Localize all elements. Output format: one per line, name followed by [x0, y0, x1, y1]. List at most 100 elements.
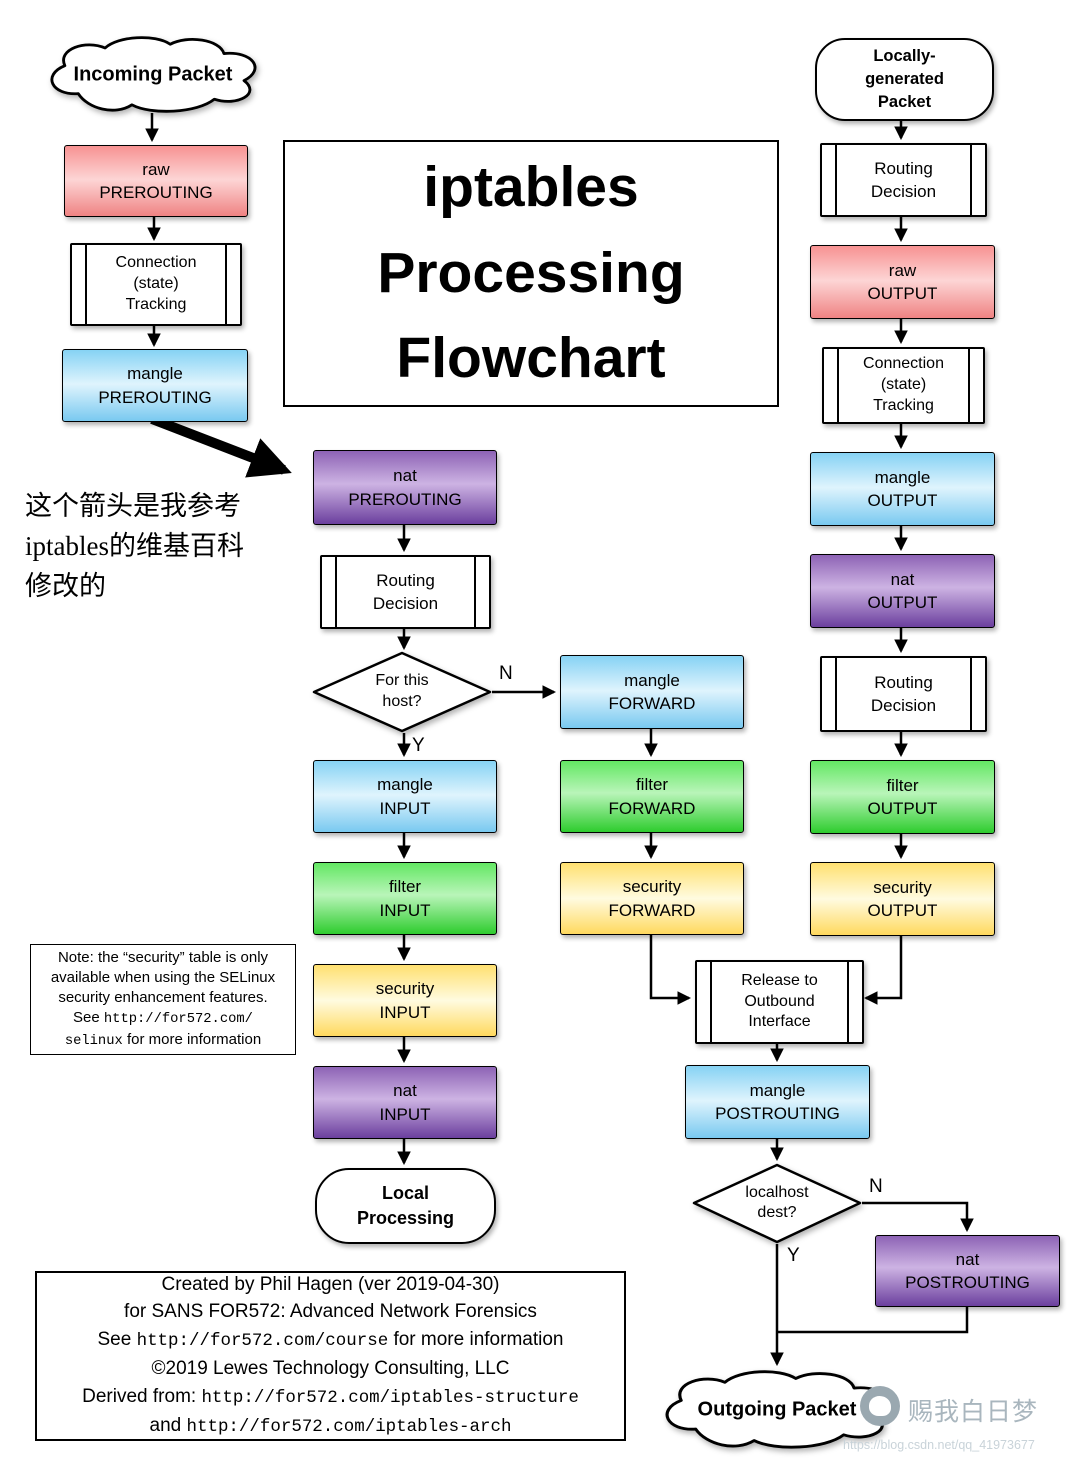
credits-url: http://for572.com/iptables-structure: [201, 1387, 579, 1408]
node-line: FORWARD: [608, 900, 696, 920]
decision-line: dest?: [757, 1204, 797, 1222]
decision-label: localhost dest?: [693, 1183, 861, 1225]
decision-for-this-host: For this host?: [312, 651, 492, 733]
terminal-local-processing: Local Processing: [315, 1168, 496, 1244]
note-line: selinux for more information: [31, 1030, 295, 1052]
node-line: INPUT: [379, 1104, 431, 1124]
node-line: security: [375, 979, 435, 999]
node-line: filter: [635, 775, 669, 795]
branch-label-yes-host: Y: [412, 735, 425, 756]
node-mangle-output: mangle OUTPUT: [810, 452, 995, 526]
node-line: OUTPUT: [867, 491, 938, 510]
node-line: Outbound: [744, 992, 815, 1010]
node-line: Release to: [741, 971, 818, 989]
decision-line: localhost: [745, 1183, 809, 1201]
node-filter-output: filter OUTPUT: [810, 760, 995, 834]
node-filter-forward: filter FORWARD: [560, 760, 744, 833]
node-nat-output: nat OUTPUT: [810, 554, 995, 628]
title-line: Flowchart: [396, 326, 666, 391]
terminal-locally-generated-packet: Locally- generated Packet: [815, 38, 994, 121]
node-line: mangle: [749, 1080, 806, 1100]
node-line: filter: [886, 775, 919, 795]
node-security-input: security INPUT: [313, 964, 497, 1037]
note-text: for more information: [122, 1030, 262, 1048]
selinux-note: Note: the “security” table is only avail…: [30, 944, 296, 1055]
credits-line: See http://for572.com/course for more in…: [37, 1326, 624, 1356]
node-line: raw: [142, 159, 170, 179]
node-line: Decision: [372, 594, 439, 613]
node-line: POSTROUTING: [715, 1104, 840, 1123]
node-line: Decision: [870, 182, 937, 201]
note-line: available when using the SELinux: [50, 968, 276, 986]
node-line: Routing: [874, 158, 933, 178]
credits-line: Derived from: http://for572.com/iptables…: [37, 1383, 624, 1413]
node-line: FORWARD: [608, 798, 696, 818]
credits-text: and: [149, 1415, 187, 1436]
title-line: Processing: [377, 240, 685, 305]
node-nat-postrouting: nat POSTROUTING: [875, 1235, 1060, 1307]
node-line: filter: [388, 877, 422, 897]
node-raw-prerouting: raw PREROUTING: [64, 145, 248, 217]
node-routing-decision-output-1: Routing Decision: [820, 143, 987, 217]
cloud-shape: [665, 1370, 890, 1449]
node-line: PREROUTING: [99, 183, 213, 202]
credits-url: http://for572.com/course: [136, 1330, 389, 1351]
node-line: Interface: [748, 1013, 811, 1031]
node-mangle-input: mangle INPUT: [313, 760, 497, 833]
terminal-label: Outgoing Packet: [697, 1398, 857, 1421]
credits-line: and http://for572.com/iptables-arch: [37, 1412, 624, 1442]
node-line: OUTPUT: [867, 901, 938, 920]
node-line: nat: [890, 569, 915, 589]
node-line: nat: [393, 466, 417, 486]
note-line: Note: the “security” table is only: [57, 948, 269, 966]
note-url: selinux: [64, 1033, 123, 1049]
node-line: (state): [133, 275, 179, 293]
credits-text: Derived from:: [82, 1385, 202, 1407]
csdn-avatar-icon: [860, 1386, 900, 1426]
node-release-outbound: Release to Outbound Interface: [695, 960, 864, 1044]
node-line: PREROUTING: [348, 489, 462, 509]
diamond-shape: [692, 1163, 862, 1244]
node-line: security: [873, 877, 932, 897]
node-routing-decision-input: Routing Decision: [320, 555, 491, 629]
node-line: Tracking: [125, 295, 187, 313]
node-line: FORWARD: [608, 694, 696, 713]
node-line: mangle: [377, 775, 433, 795]
credits-line: for SANS FOR572: Advanced Network Forens…: [124, 1301, 537, 1322]
note-text: See: [73, 1008, 104, 1026]
avatar-silhouette-icon: [869, 1396, 891, 1416]
terminal-line: generated: [865, 70, 944, 89]
terminal-line: Packet: [877, 92, 932, 111]
terminal-incoming-packet: Incoming Packet: [38, 34, 268, 116]
decision-localhost-dest: localhost dest?: [692, 1163, 862, 1244]
node-line: (state): [880, 376, 927, 394]
note-line: See http://for572.com/: [31, 1008, 295, 1030]
node-line: OUTPUT: [867, 593, 938, 612]
node-mangle-prerouting: mangle PREROUTING: [62, 349, 248, 422]
node-line: mangle: [624, 670, 680, 690]
credits-url: http://for572.com/iptables-arch: [186, 1417, 512, 1437]
node-nat-input: nat INPUT: [313, 1066, 497, 1139]
terminal-line: Processing: [356, 1208, 455, 1228]
node-mangle-forward: mangle FORWARD: [560, 655, 744, 729]
cloud-shape: [50, 36, 257, 113]
node-connection-tracking-in: Connection (state) Tracking: [70, 243, 242, 326]
node-line: INPUT: [379, 1002, 431, 1022]
node-filter-input: filter INPUT: [313, 862, 497, 935]
node-line: INPUT: [379, 798, 431, 818]
decision-line: For this: [375, 672, 429, 690]
handwritten-annotation: 这个箭头是我参考 iptables的维基百科 修改的: [25, 486, 244, 606]
watermark-username: 赐我白日梦: [908, 1398, 1039, 1426]
node-line: Tracking: [873, 396, 934, 414]
node-raw-output: raw OUTPUT: [810, 245, 995, 319]
node-routing-decision-output-2: Routing Decision: [820, 656, 987, 732]
diagram-title: iptables Processing Flowchart: [283, 140, 779, 407]
branch-label-no-host: N: [499, 663, 513, 684]
node-line: Connection: [863, 355, 944, 373]
node-line: POSTROUTING: [905, 1273, 1030, 1292]
terminal-label: Incoming Packet: [73, 63, 233, 86]
note-line: security enhancement features.: [58, 988, 268, 1006]
node-line: Connection: [115, 254, 197, 272]
title-line: iptables: [423, 155, 639, 220]
